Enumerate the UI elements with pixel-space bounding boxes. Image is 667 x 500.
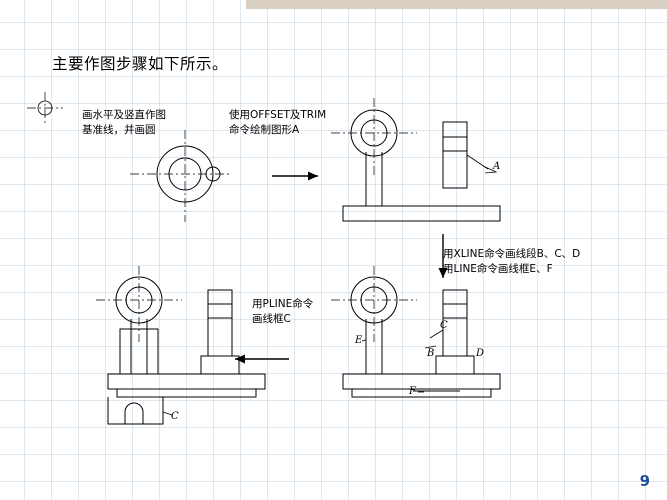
callout-label-D: D <box>475 348 484 359</box>
crosshair-marker <box>27 92 63 126</box>
arrow-down-right <box>438 234 448 278</box>
page-title: 主要作图步骤如下所示。 <box>52 55 229 73</box>
callout-label-A: A <box>492 161 500 172</box>
callout-label-E: E <box>354 335 363 346</box>
callout-label-C: C <box>440 320 448 331</box>
callout-label-F: F <box>408 386 417 397</box>
callout-label-C2: C <box>171 411 179 422</box>
note-step3: 用XLINE命令画线段B、C、D 用LINE命令画线框E、F <box>443 248 581 275</box>
page-number: 9 <box>639 472 650 490</box>
arrow-left-bottom <box>235 354 289 364</box>
figure-4-bracket: C <box>96 266 266 425</box>
note-step2: 使用OFFSET及TRIM 命令绘制图形A <box>229 109 327 136</box>
callout-label-B: B <box>426 348 434 359</box>
top-banner-bar <box>246 0 667 9</box>
figure-1-circles <box>130 130 230 222</box>
figure-2-bracket: A <box>331 98 501 222</box>
note-step1: 画水平及竖直作图 基准线，并画圆 <box>82 109 166 136</box>
arrow-right-top <box>272 171 318 181</box>
note-step4: 用PLINE命令 画线框C <box>252 298 314 325</box>
figure-3-bracket: C B D E F <box>331 266 501 398</box>
